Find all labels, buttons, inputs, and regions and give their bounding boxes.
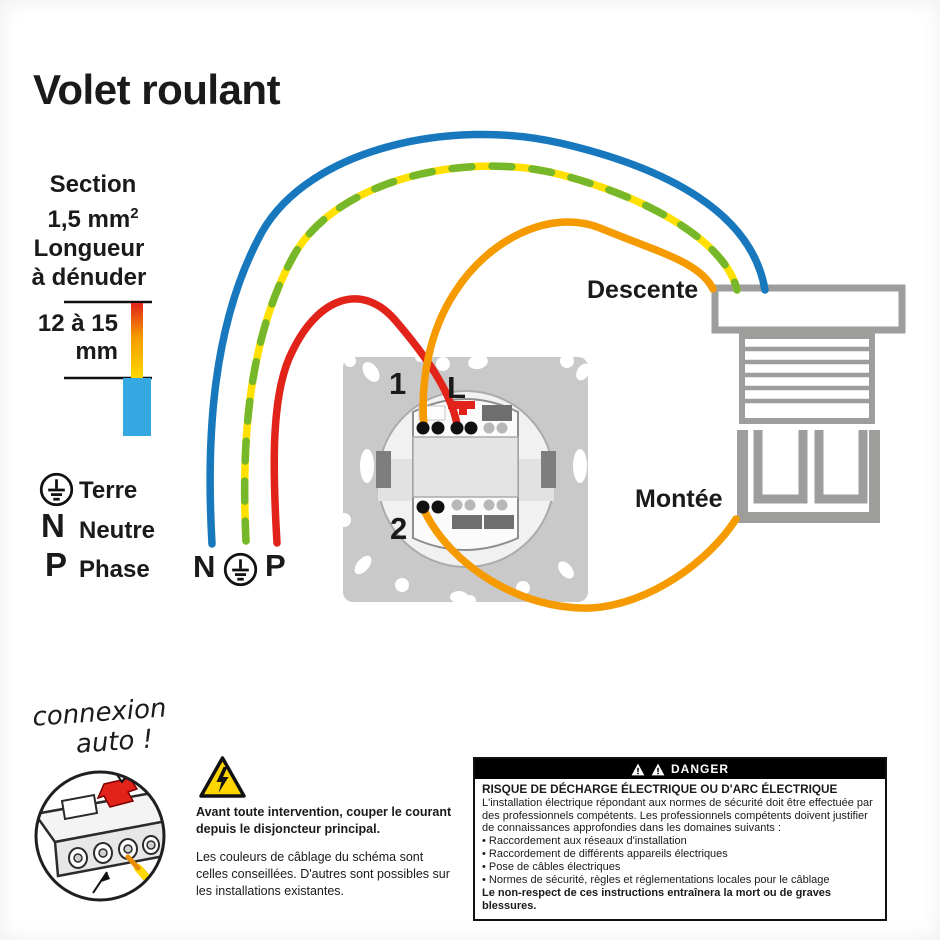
- earth-icon: [223, 552, 258, 587]
- wire-n-label: N: [193, 549, 216, 584]
- danger-footer: Le non-respect de ces instructions entra…: [482, 887, 832, 913]
- montee-label: Montée: [635, 485, 723, 513]
- danger-body: RISQUE DE DÉCHARGE ÉLECTRIQUE OU D'ARC É…: [475, 779, 885, 919]
- danger-bullet-list: Raccordement aux réseaux d'installation …: [482, 835, 878, 886]
- danger-intro: L'installation électrique répondant aux …: [482, 796, 873, 835]
- wire-montee: [420, 506, 740, 612]
- side-claw-right: [541, 451, 556, 488]
- warning-triangle-icon: [631, 763, 645, 775]
- terminal-l-label: L: [447, 370, 466, 405]
- wire-descente: [419, 218, 717, 430]
- legend-phase-label: Phase: [79, 556, 150, 583]
- terminal-2-label: 2: [390, 511, 408, 546]
- earth-icon: [39, 472, 74, 507]
- danger-bullet: Raccordement aux réseaux d'installation: [482, 835, 878, 848]
- wire-p-label: P: [265, 548, 286, 583]
- danger-bullet: Raccordement de différents appareils éle…: [482, 848, 878, 861]
- window-frame: [737, 430, 880, 523]
- legend-neutre-label: Neutre: [79, 517, 156, 544]
- wire-neutral: [206, 130, 769, 548]
- shutter-assembly: [711, 284, 906, 523]
- danger-bullet: Normes de sécurité, règles et réglementa…: [482, 874, 878, 887]
- legend-n-letter: N: [41, 507, 65, 544]
- connexion-auto-illustration: [34, 770, 166, 902]
- spec-section-label: Section: [49, 171, 137, 198]
- shutter-box: [711, 284, 906, 334]
- danger-header: DANGER: [475, 759, 885, 779]
- side-claw-left: [376, 451, 391, 488]
- terminal-1-label: 1: [389, 366, 407, 401]
- note-wire-colors: Les couleurs de câblage du schéma sont c…: [196, 850, 450, 898]
- danger-header-label: DANGER: [670, 762, 729, 776]
- window-panes: [753, 430, 868, 504]
- plate-cutouts: [337, 352, 590, 607]
- electrical-hazard-icon: [199, 756, 246, 798]
- spec-strip-length: Longueur à dénuder: [31, 235, 147, 291]
- strip-length-diagram: [64, 300, 152, 436]
- danger-panel: DANGER RISQUE DE DÉCHARGE ÉLECTRIQUE OU …: [473, 757, 887, 921]
- terminal-holes: [68, 835, 160, 869]
- legend-terre-label: Terre: [79, 477, 138, 504]
- spec-section-value: 1,5 mm2: [47, 205, 139, 233]
- bare-wire-graphic: [131, 303, 143, 378]
- insulated-wire-graphic: [123, 378, 151, 436]
- note-cut-power: Avant toute intervention, couper le cour…: [196, 805, 452, 836]
- warning-triangle-icon: [651, 763, 665, 775]
- legend-p-letter: P: [45, 546, 68, 583]
- strip-length-value: 12 à 15 mm: [37, 310, 118, 365]
- switch-mechanism: [337, 352, 590, 607]
- danger-title: RISQUE DE DÉCHARGE ÉLECTRIQUE OU D'ARC É…: [482, 782, 838, 796]
- spec-section: Section 1,5 mm2: [26, 170, 160, 234]
- wire-earth-green: [240, 162, 741, 545]
- wire-phase: [270, 295, 461, 547]
- descente-label: Descente: [587, 276, 699, 304]
- page-title: Volet roulant: [33, 66, 281, 113]
- connexion-auto-note: connexion auto !: [31, 693, 168, 760]
- danger-bullet: Pose de câbles électriques: [482, 861, 878, 874]
- switch-terminals: [416, 421, 508, 514]
